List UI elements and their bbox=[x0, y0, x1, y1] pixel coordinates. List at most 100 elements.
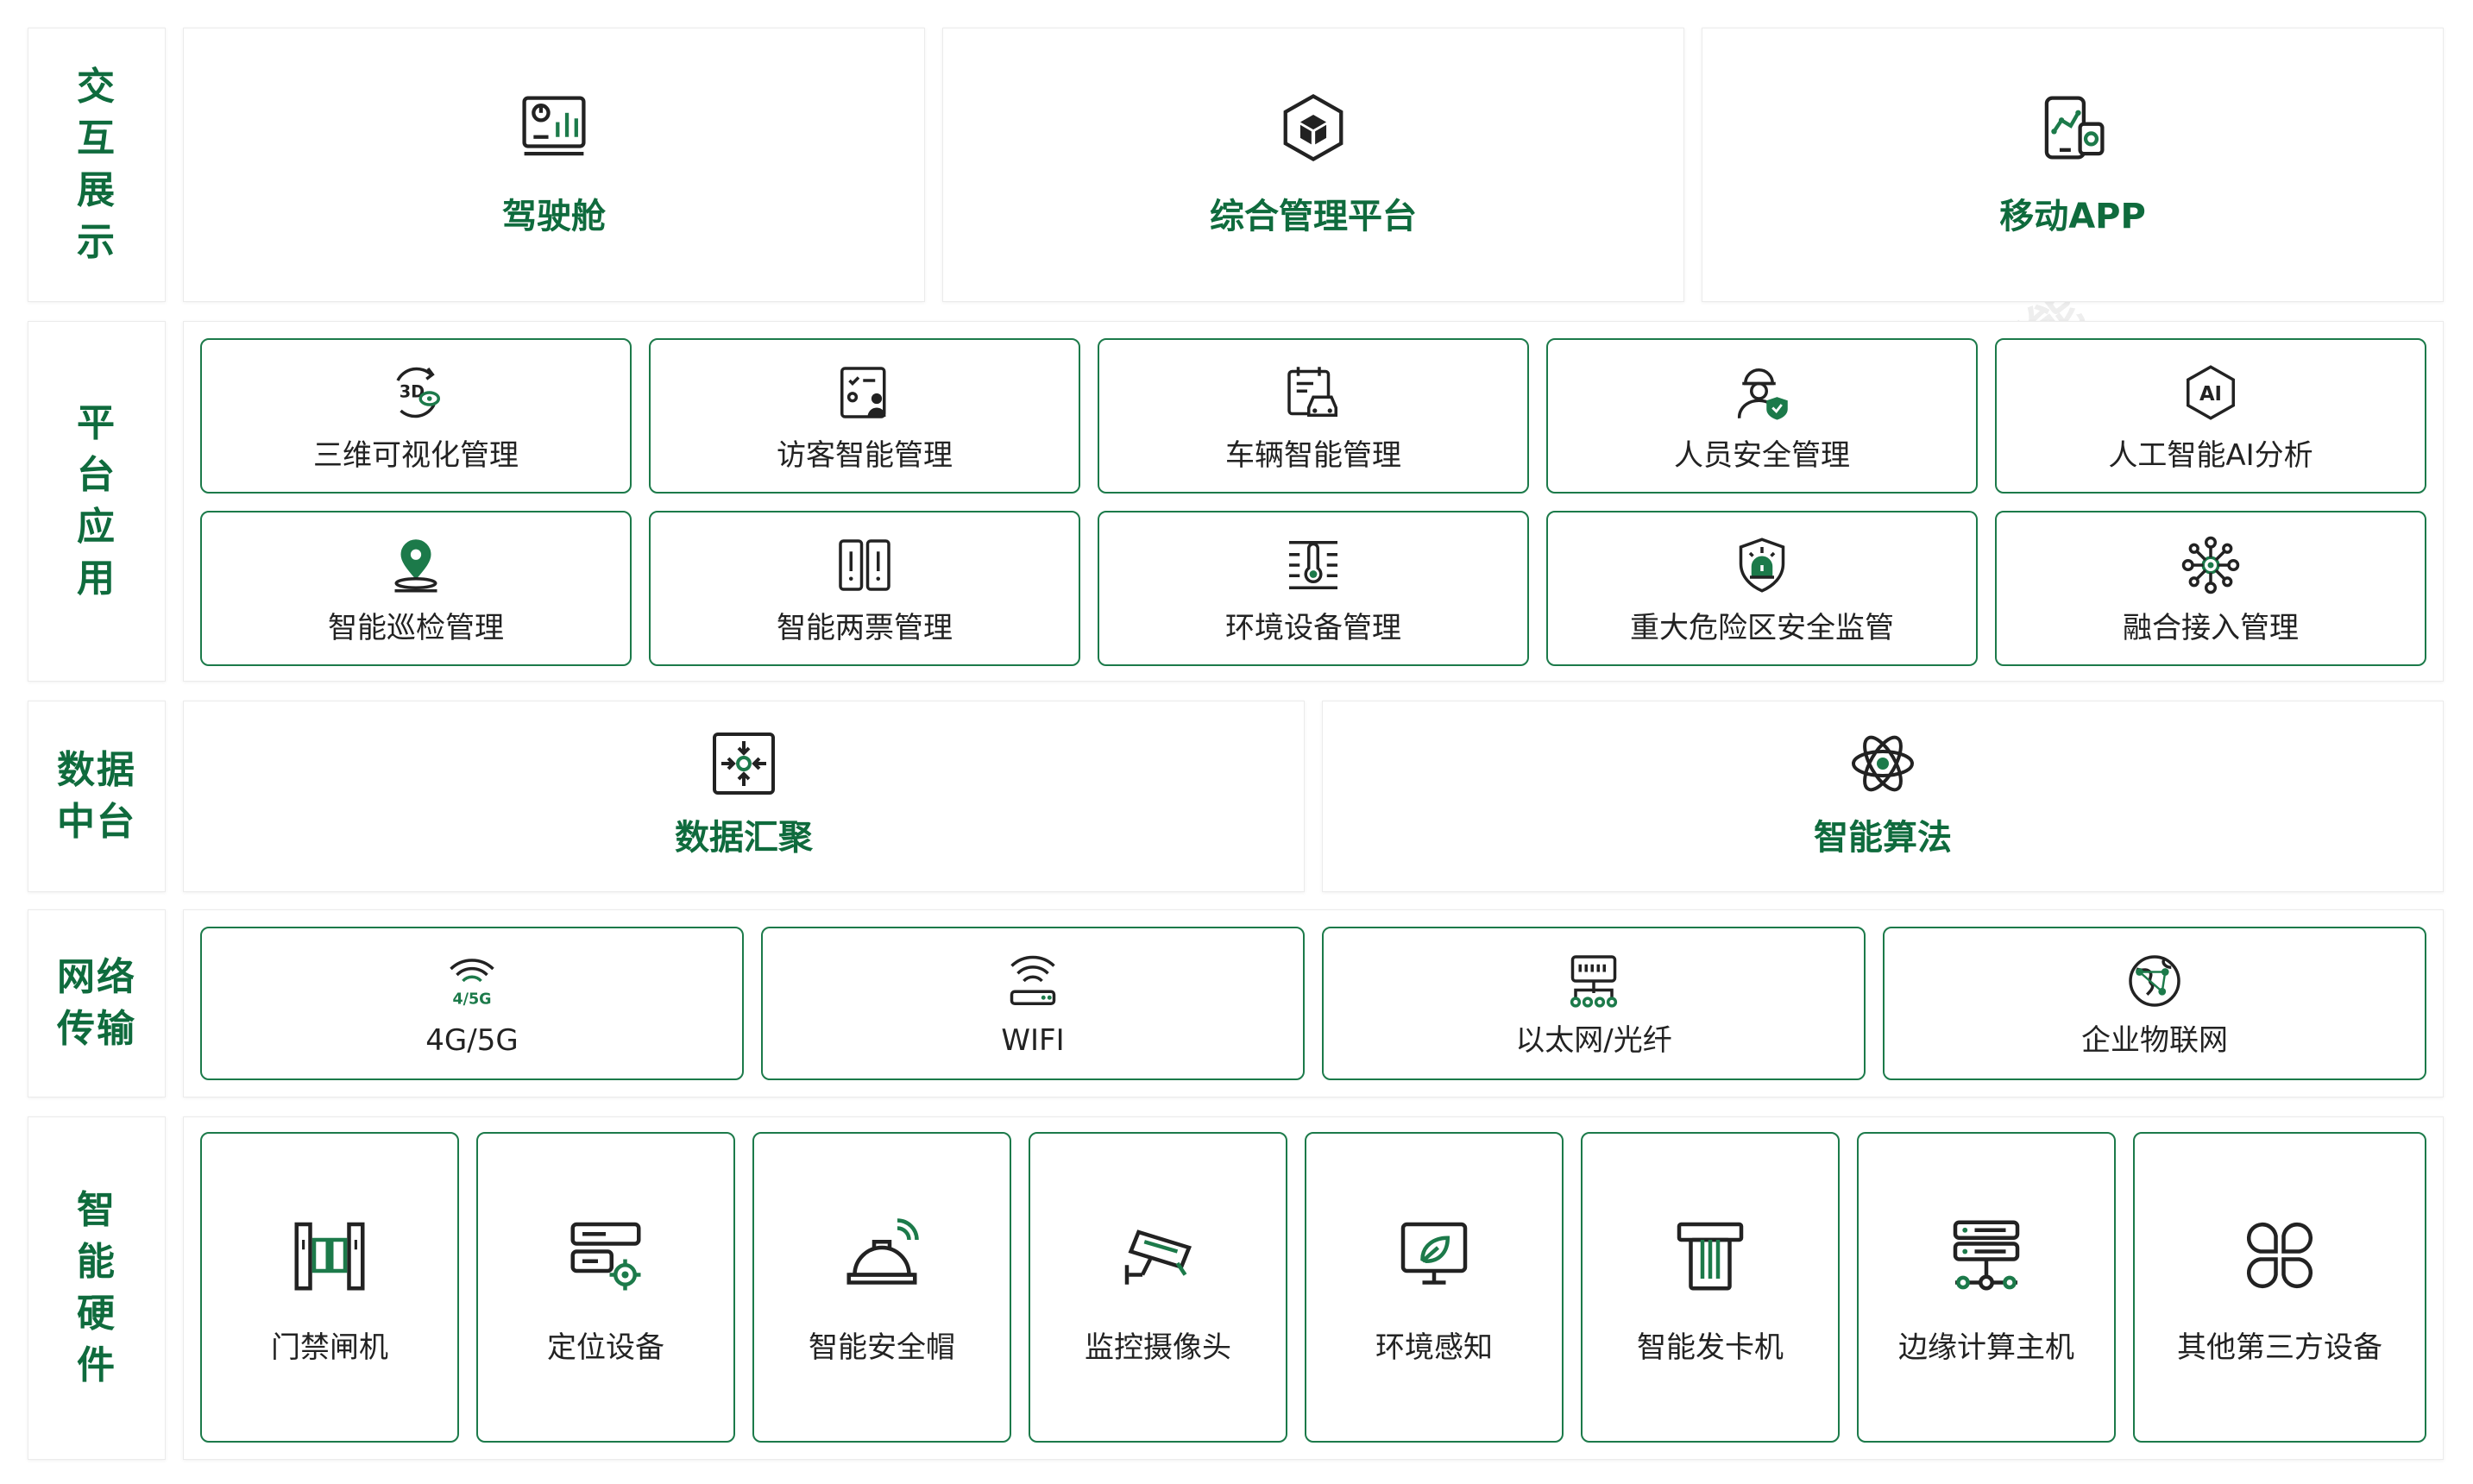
tile-label: 智能算法 bbox=[1814, 818, 1952, 858]
environment-monitor-icon bbox=[1400, 1222, 1468, 1285]
card-label: 融合接入管理 bbox=[2123, 611, 2299, 645]
card-vehicle-management[interactable]: 车辆智能管理 bbox=[1098, 338, 1529, 494]
card-label: 环境感知 bbox=[1375, 1330, 1493, 1365]
tile-label: 移动APP bbox=[1999, 197, 2146, 236]
card-card-dispenser[interactable]: 智能发卡机 bbox=[1581, 1132, 1840, 1443]
atom-algorithm-icon bbox=[1852, 735, 1914, 792]
card-dispenser-icon bbox=[1677, 1222, 1744, 1291]
turnstile-gate-icon bbox=[294, 1222, 365, 1291]
card-personnel-safety[interactable]: 人员安全管理 bbox=[1546, 338, 1978, 494]
card-third-party-devices[interactable]: 其他第三方设备 bbox=[2133, 1132, 2426, 1443]
card-label: 定位设备 bbox=[547, 1330, 664, 1365]
cctv-camera-icon bbox=[1124, 1229, 1192, 1285]
card-label: WIFI bbox=[1001, 1023, 1065, 1058]
card-ai-analysis[interactable]: AI 人工智能AI分析 bbox=[1995, 338, 2426, 494]
tile-label: 综合管理平台 bbox=[1210, 197, 1417, 236]
card-4g5g[interactable]: 4/5G 4G/5G bbox=[200, 927, 744, 1080]
layer-label-char: 交 bbox=[77, 65, 116, 109]
layer-label-char: 应 bbox=[77, 505, 116, 549]
edge-server-icon bbox=[1953, 1220, 2020, 1291]
tile-smart-algorithm[interactable]: 智能算法 bbox=[1322, 701, 2444, 892]
tile-mobile-app[interactable]: 移动APP bbox=[1702, 28, 2444, 302]
ethernet-icon bbox=[1570, 955, 1618, 1008]
signal-4g5g-icon: 4/5G bbox=[450, 959, 494, 1008]
layer-label-char: 用 bbox=[77, 556, 116, 601]
layer-label-line: 数据 bbox=[57, 748, 136, 792]
layer-label-char: 能 bbox=[77, 1240, 116, 1284]
tile-data-aggregation[interactable]: 数据汇聚 bbox=[183, 701, 1305, 892]
dashboard-monitor-icon bbox=[522, 96, 586, 156]
card-label: 人员安全管理 bbox=[1674, 438, 1850, 473]
card-label: 访客智能管理 bbox=[777, 438, 953, 473]
tile-label: 驾驶舱 bbox=[502, 197, 606, 236]
card-label: 监控摄像头 bbox=[1085, 1330, 1231, 1365]
svg-text:3D: 3D bbox=[400, 381, 425, 401]
card-label: 企业物联网 bbox=[2081, 1023, 2228, 1058]
layer-label-hardware: 智 能 硬 件 bbox=[28, 1116, 166, 1460]
card-enterprise-iot[interactable]: 企业物联网 bbox=[1883, 927, 2426, 1080]
ticket-alert-icon bbox=[839, 539, 890, 591]
card-environment-sensing[interactable]: 环境感知 bbox=[1305, 1132, 1564, 1443]
layer-label-char: 展 bbox=[77, 168, 116, 212]
card-surveillance-camera[interactable]: 监控摄像头 bbox=[1029, 1132, 1287, 1443]
card-edge-computing-host[interactable]: 边缘计算主机 bbox=[1857, 1132, 2116, 1443]
card-inspection-management[interactable]: 智能巡检管理 bbox=[200, 511, 632, 666]
card-label: 4G/5G bbox=[425, 1023, 519, 1058]
layer-label-data-center: 数据 中台 bbox=[28, 701, 166, 892]
card-label: 重大危险区安全监管 bbox=[1630, 611, 1894, 645]
svg-text:AI: AI bbox=[2199, 383, 2222, 406]
thermometer-icon bbox=[1289, 541, 1337, 589]
card-3d-visualization[interactable]: 3D 三维可视化管理 bbox=[200, 338, 632, 494]
location-pin-icon bbox=[394, 539, 437, 593]
layer-label-char: 示 bbox=[77, 220, 116, 264]
worker-shield-icon bbox=[1737, 368, 1788, 420]
card-label: 边缘计算主机 bbox=[1898, 1330, 2074, 1365]
layer-label-platform: 平 台 应 用 bbox=[28, 321, 166, 682]
layer-label-char: 智 bbox=[77, 1188, 116, 1232]
card-label: 人工智能AI分析 bbox=[2108, 438, 2313, 473]
3d-view-icon: 3D bbox=[396, 367, 440, 418]
layer-label-char: 平 bbox=[77, 401, 116, 445]
network-hub-icon bbox=[2181, 536, 2240, 594]
layer-label-char: 台 bbox=[77, 453, 116, 497]
locator-device-icon bbox=[570, 1222, 641, 1291]
svg-text:4/5G: 4/5G bbox=[452, 990, 491, 1008]
card-label: 其他第三方设备 bbox=[2177, 1330, 2382, 1365]
layer-label-interaction: 交 互 展 示 bbox=[28, 28, 166, 302]
cube-platform-icon bbox=[1283, 93, 1343, 162]
card-environment-equipment[interactable]: 环境设备管理 bbox=[1098, 511, 1529, 666]
card-label: 智能巡检管理 bbox=[328, 611, 504, 645]
ai-hexagon-icon: AI bbox=[2187, 365, 2235, 420]
layer-label-char: 硬 bbox=[77, 1292, 116, 1336]
card-fusion-access[interactable]: 融合接入管理 bbox=[1995, 511, 2426, 666]
tile-management-platform[interactable]: 综合管理平台 bbox=[942, 28, 1684, 302]
card-two-tickets-management[interactable]: 智能两票管理 bbox=[649, 511, 1080, 666]
smart-helmet-icon bbox=[846, 1218, 919, 1285]
tile-label: 数据汇聚 bbox=[675, 818, 813, 858]
card-wifi[interactable]: WIFI bbox=[761, 927, 1305, 1080]
vehicle-calendar-icon bbox=[1287, 367, 1337, 417]
danger-shield-icon bbox=[1739, 538, 1785, 593]
mobile-app-icon bbox=[2044, 96, 2105, 160]
card-smart-helmet[interactable]: 智能安全帽 bbox=[752, 1132, 1011, 1443]
card-turnstile-gate[interactable]: 门禁闸机 bbox=[200, 1132, 459, 1443]
iot-globe-icon bbox=[2129, 955, 2180, 1007]
card-ethernet-fiber[interactable]: 以太网/光纤 bbox=[1322, 927, 1866, 1080]
card-locator-device[interactable]: 定位设备 bbox=[476, 1132, 735, 1443]
card-label: 智能两票管理 bbox=[777, 611, 953, 645]
card-visitor-management[interactable]: 访客智能管理 bbox=[649, 338, 1080, 494]
card-label: 以太网/光纤 bbox=[1515, 1023, 1672, 1058]
card-label: 车辆智能管理 bbox=[1225, 438, 1401, 473]
layer-label-char: 件 bbox=[77, 1343, 116, 1387]
card-label: 三维可视化管理 bbox=[313, 438, 519, 473]
layer-label-char: 互 bbox=[77, 116, 116, 160]
layer-label-line: 传输 bbox=[57, 1007, 136, 1051]
layer-label-line: 中台 bbox=[57, 800, 136, 844]
card-hazard-zone-supervision[interactable]: 重大危险区安全监管 bbox=[1546, 511, 1978, 666]
card-label: 智能发卡机 bbox=[1637, 1330, 1784, 1365]
card-label: 环境设备管理 bbox=[1225, 611, 1401, 645]
data-converge-icon bbox=[713, 733, 775, 795]
wifi-router-icon bbox=[1010, 955, 1056, 1005]
tile-cockpit[interactable]: 驾驶舱 bbox=[183, 28, 925, 302]
layer-label-network: 网络 传输 bbox=[28, 909, 166, 1097]
